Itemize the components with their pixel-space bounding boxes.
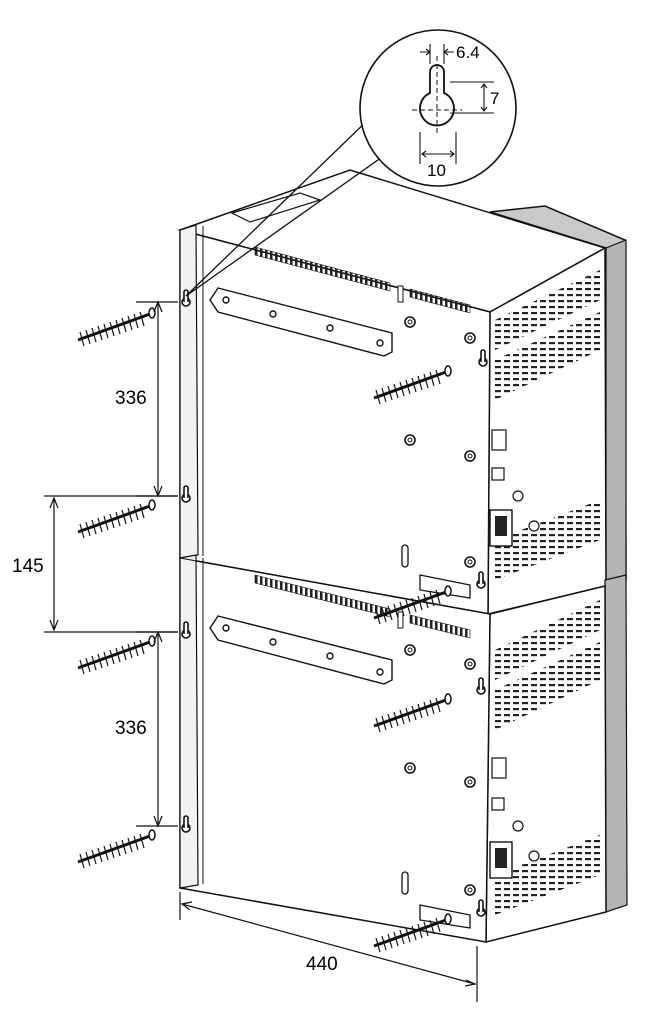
dim-145: 145 — [12, 556, 44, 577]
screw-icon — [76, 498, 157, 540]
dim-slot-length: 7 — [490, 89, 499, 108]
screw-icon — [76, 828, 157, 870]
dim-upper-336: 336 — [115, 388, 147, 409]
keyhole-icon — [478, 349, 488, 367]
dim-lower-336: 336 — [115, 718, 147, 739]
dim-slot-width: 6.4 — [456, 43, 480, 62]
keyhole-icon — [476, 899, 486, 917]
dimension-lines — [44, 300, 478, 1002]
screw-icon — [76, 306, 157, 348]
keyhole-icon — [476, 571, 486, 589]
dim-440: 440 — [306, 954, 338, 975]
keyhole-detail-callout — [185, 29, 517, 297]
lower-cabinet — [179, 554, 628, 943]
screw-icon — [76, 634, 157, 676]
dim-head-diameter: 10 — [427, 161, 446, 180]
upper-cabinet — [177, 169, 627, 615]
keyhole-icon — [476, 677, 486, 695]
